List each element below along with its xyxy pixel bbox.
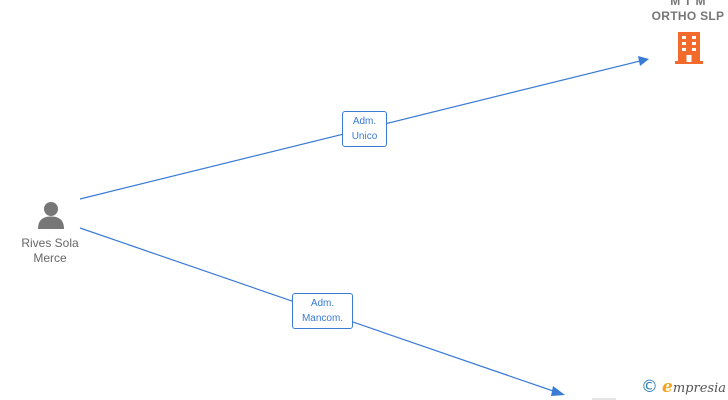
edge-label-line2: Unico [351,131,378,142]
brand-rest: mpresia [672,381,726,396]
person-name-line2: Merce [33,251,67,265]
company-name-line2: ORTHO SLP [651,9,725,23]
partial-node-hint [592,398,616,400]
edge-label-adm-unico[interactable]: Adm. Unico [342,111,387,147]
company-name-line1: M T M [670,0,706,8]
edge-label-line1: Adm. [352,116,377,127]
edge-label-line1: Adm. [310,298,335,309]
edge-arrow-adm-mancom [551,386,565,396]
company-name[interactable]: M T M ORTHO SLP [640,0,728,24]
building-icon[interactable] [674,30,704,66]
brand-initial: e [662,377,673,397]
person-name[interactable]: Rives Sola Merce [10,236,90,266]
brand-logo: empresia [662,377,726,397]
edge-label-line2: Mancom. [301,313,344,324]
watermark: © empresia [641,376,726,398]
edge-arrow-adm-unico [638,56,649,66]
copyright-icon: © [641,376,659,397]
person-name-line1: Rives Sola [21,236,79,250]
person-icon[interactable] [36,200,66,230]
edge-label-adm-mancom[interactable]: Adm. Mancom. [292,293,353,329]
